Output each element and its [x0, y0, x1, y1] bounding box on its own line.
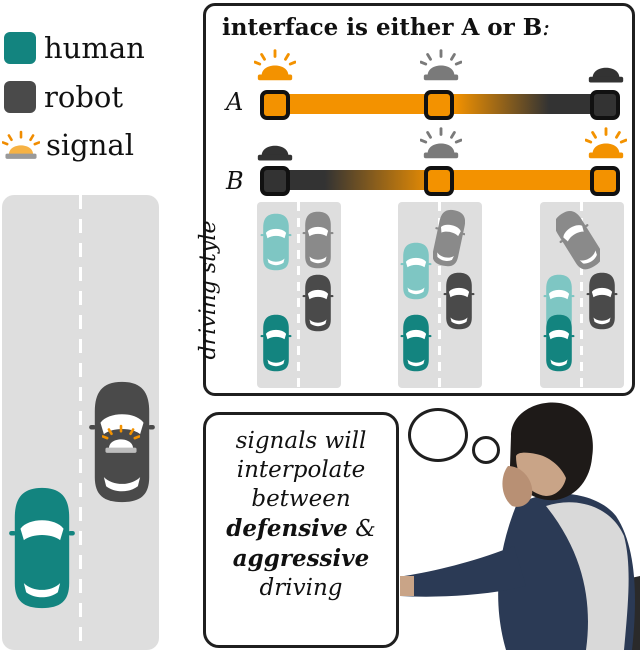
speech-bubble: signals will interpolate between defensi… — [203, 412, 399, 648]
legend-signal: signal — [4, 128, 134, 162]
signal-b-left-icon — [254, 138, 296, 162]
signal-light-icon — [2, 129, 40, 161]
robot-car-ghost — [556, 208, 600, 272]
bubble-amp: & — [348, 516, 376, 542]
panel-title: interface is either A or B: — [222, 14, 550, 41]
interface-b-knob-mid — [424, 166, 454, 196]
human-swatch — [4, 32, 36, 64]
signal-b-right-icon — [585, 126, 627, 160]
bubble-line-1: signals will — [206, 427, 396, 456]
interface-a-knob-right — [590, 90, 620, 120]
signal-a-left-icon — [254, 48, 296, 82]
interface-a-label: A — [226, 88, 243, 116]
driving-style-label: driving style — [196, 221, 221, 360]
robot-car-signal — [102, 424, 140, 454]
legend-robot-label: robot — [44, 80, 123, 114]
person-illustration — [396, 396, 640, 650]
interface-b-knob-right — [590, 166, 620, 196]
human-car-ghost — [260, 212, 292, 272]
human-car — [400, 312, 432, 374]
robot-car — [586, 270, 618, 332]
signal-a-right-icon — [585, 60, 627, 84]
bubble-line-3: between — [206, 485, 396, 514]
bubble-line-6: driving — [206, 574, 396, 603]
legend-signal-label: signal — [46, 128, 134, 162]
bubble-line-2: interpolate — [206, 456, 396, 485]
human-car-ghost — [400, 240, 432, 302]
human-car — [543, 312, 575, 374]
panel-title-colon: : — [542, 15, 550, 41]
panel-title-text: interface is either A or B — [222, 14, 542, 41]
signal-a-mid-icon — [420, 48, 462, 82]
lane-divider — [297, 202, 300, 388]
robot-car-ghost — [302, 210, 334, 270]
bubble-line-4: defensive & — [206, 514, 396, 544]
robot-car-ghost — [433, 208, 465, 268]
interface-a-knob-left — [260, 90, 290, 120]
bubble-line-5: aggressive — [206, 544, 396, 574]
human-car — [260, 312, 292, 374]
lane-divider — [79, 195, 82, 650]
robot-swatch — [4, 81, 36, 113]
robot-car — [443, 270, 475, 332]
legend-human: human — [4, 31, 145, 65]
bubble-aggressive: aggressive — [233, 545, 369, 572]
bubble-defensive: defensive — [226, 515, 348, 542]
interface-b-label: B — [226, 167, 244, 195]
signal-b-mid-icon — [420, 126, 462, 160]
interface-a-knob-mid — [424, 90, 454, 120]
speech-bubble-text: signals will interpolate between defensi… — [206, 427, 396, 603]
robot-car — [302, 272, 334, 334]
legend-robot: robot — [4, 80, 123, 114]
legend-human-label: human — [44, 31, 145, 65]
human-car — [8, 474, 76, 622]
interface-b-knob-left — [260, 166, 290, 196]
